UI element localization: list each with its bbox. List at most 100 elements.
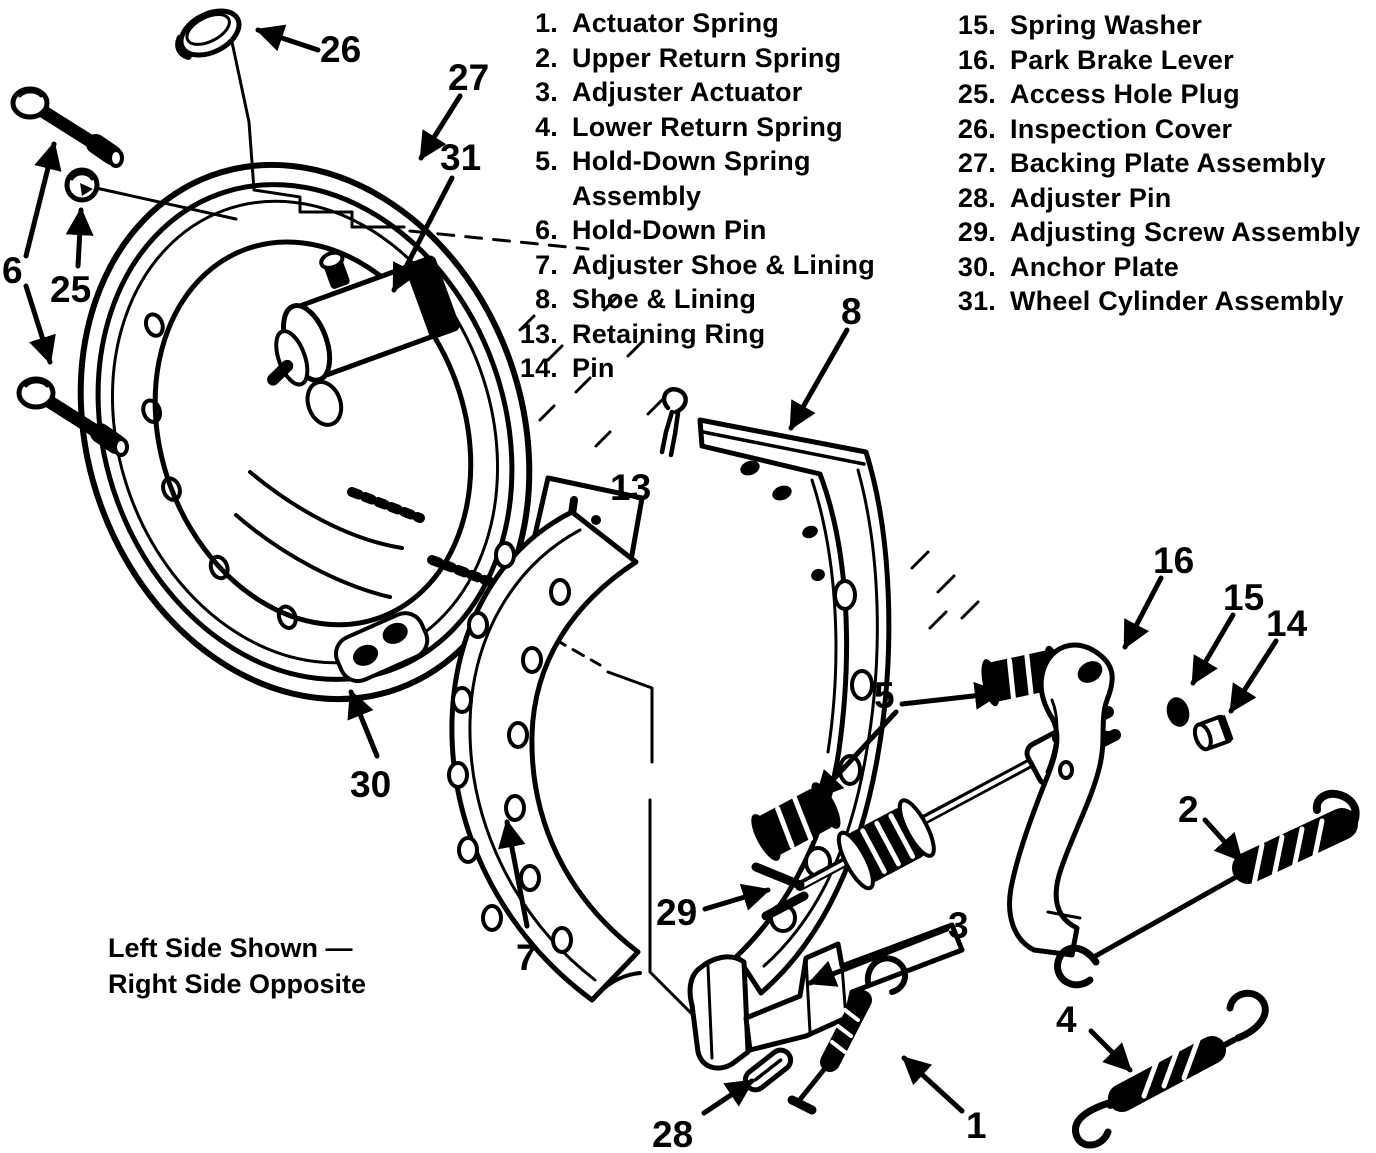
arrow-2 [1202, 817, 1244, 863]
legend-item-number [500, 179, 558, 214]
arrow-6-lower [23, 283, 56, 365]
legend-item-number: 4. [535, 111, 558, 142]
callout-5: 5 [874, 675, 895, 716]
arrow-5-left [814, 709, 899, 800]
legend-item-label: Adjuster Pin [1010, 182, 1172, 213]
legend-item-label: Hold-Down Pin [572, 215, 767, 245]
legend-item-number: 1. [535, 8, 558, 38]
callout-30: 30 [350, 764, 391, 805]
legend-item-number: 27. [957, 148, 996, 178]
adjuster-actuator [687, 922, 965, 1071]
lower-return-spring [1072, 989, 1269, 1149]
adjuster-shoe-and-lining [447, 475, 645, 1003]
arrow-25 [65, 207, 94, 269]
arrow-6-upper [23, 141, 62, 259]
legend-item-number: 5. [535, 146, 558, 176]
actuator-spring [787, 955, 909, 1115]
legend-item-number: 25. [957, 79, 996, 109]
callout-1: 1 [966, 1105, 987, 1146]
arrow-14 [1228, 638, 1279, 714]
legend-item: 7. Adjuster Shoe & Lining [500, 248, 875, 283]
callout-2: 2 [1178, 789, 1199, 830]
legend-item-number: 8. [535, 284, 558, 314]
legend-item-label: Wheel Cylinder Assembly [1010, 286, 1344, 316]
legend-item: 30. Anchor Plate [938, 250, 1360, 285]
legend-item-label: Shoe & Lining [572, 284, 757, 314]
legend-item-label: Access Hole Plug [1010, 79, 1240, 109]
legend-item-label: Upper Return Spring [572, 42, 842, 73]
inspection-cover [175, 8, 242, 60]
callout-29: 29 [656, 892, 697, 933]
legend-item-label: Actuator Spring [572, 8, 780, 38]
callout-labels: 26 27 31 6 25 13 8 30 7 5 16 15 14 2 29 … [2, 29, 1308, 1153]
legend-item: 28. Adjuster Pin [938, 181, 1360, 216]
legend-item: 29.Adjusting Screw Assembly [938, 215, 1360, 250]
callout-25: 25 [50, 269, 91, 310]
legend-item-label: Assembly [572, 180, 702, 211]
legend-item-label: Spring Washer [1010, 10, 1203, 40]
legend-item-number: 31. [957, 286, 996, 316]
legend-item-number: 30. [957, 251, 996, 282]
parts-legend-column-1: 1.Actuator Spring 2.Upper Return Spring … [500, 6, 875, 386]
arrow-26 [255, 24, 321, 53]
legend-item: 15. Spring Washer [938, 8, 1360, 43]
legend-item: 31. Wheel Cylinder Assembly [938, 284, 1360, 319]
arrow-7 [498, 819, 530, 929]
legend-item: 3. Adjuster Actuator [500, 75, 875, 110]
legend-item-number: 7. [535, 249, 558, 280]
legend-item-number: 26. [957, 113, 996, 144]
legend-item: 1. Actuator Spring [500, 6, 875, 41]
arrow-16 [1122, 575, 1164, 650]
legend-item-label: Lower Return Spring [572, 111, 843, 142]
arrow-4 [1088, 1028, 1133, 1073]
legend-item: 6. Hold-Down Pin [500, 213, 875, 248]
legend-item-label: Adjuster Actuator [572, 77, 803, 107]
legend-item-label: Hold-Down Spring [572, 146, 811, 176]
retaining-ring [659, 386, 688, 458]
legend-item-number: 29. [957, 217, 996, 247]
backing-plate-interior-detail [234, 294, 980, 630]
legend-item: 8. Shoe & Lining [500, 282, 875, 317]
legend-item-number: 14. [519, 353, 558, 383]
legend-item-number: 13. [519, 318, 558, 349]
orientation-note-line1: Left Side Shown — [108, 933, 353, 963]
arrow-31 [391, 175, 455, 293]
spring-washer [1166, 697, 1190, 727]
parts-legend-column-2: 15. Spring Washer 16.Park Brake Lever 25.… [938, 8, 1360, 319]
access-hole-plug [64, 167, 100, 203]
orientation-note: Left Side Shown — Right Side Opposite [108, 930, 366, 1002]
callout-28: 28 [652, 1114, 693, 1153]
callout-16: 16 [1153, 540, 1194, 581]
arrow-27 [418, 93, 463, 161]
arrow-15 [1190, 612, 1236, 686]
callout-3: 3 [948, 905, 969, 946]
upper-return-spring [1054, 789, 1360, 989]
callout-31: 31 [440, 137, 481, 178]
alignment-leader-lines [94, 40, 704, 1026]
legend-item: 4. Lower Return Spring [500, 110, 875, 145]
callout-7: 7 [516, 937, 537, 978]
arrow-3 [807, 926, 950, 987]
callout-13: 13 [610, 467, 651, 508]
legend-item-label: Anchor Plate [1010, 251, 1179, 282]
legend-item-number: 16. [957, 44, 996, 75]
legend-item: 25. Access Hole Plug [938, 77, 1360, 112]
legend-item-number: 3. [535, 77, 558, 107]
arrow-30 [347, 689, 380, 759]
legend-item: 26.Inspection Cover [938, 112, 1360, 147]
shoe-and-lining [697, 417, 892, 996]
lever-pin [1192, 714, 1234, 752]
legend-item: 16.Park Brake Lever [938, 43, 1360, 78]
legend-item-number: 28. [957, 182, 996, 213]
callout-27: 27 [448, 57, 489, 98]
callout-arrows [23, 24, 1279, 1116]
legend-item: 14. Pin [500, 351, 875, 386]
legend-item-number: 6. [535, 215, 558, 245]
legend-item-number: 15. [957, 10, 996, 40]
arrow-1 [901, 1055, 965, 1114]
legend-item-label: Pin [572, 353, 615, 383]
legend-item-label: Adjuster Shoe & Lining [572, 249, 875, 280]
legend-item: 27.Backing Plate Assembly [938, 146, 1360, 181]
arrow-8 [788, 327, 850, 431]
